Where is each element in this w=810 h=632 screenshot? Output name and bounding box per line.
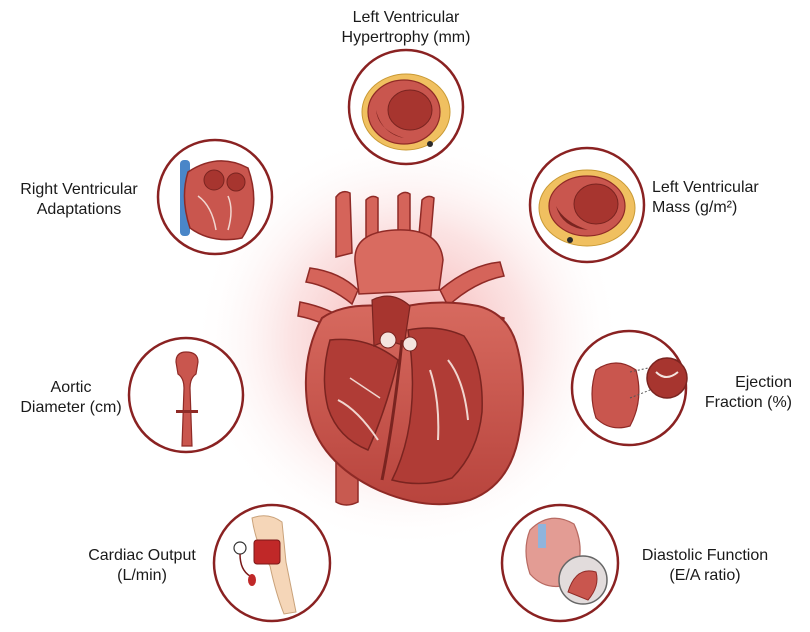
- lvh-label-line1: Left Ventricular: [352, 9, 460, 26]
- lvm-label-line2: Mass (g/m²): [652, 199, 738, 216]
- co-label-line1: Cardiac Output: [88, 547, 196, 564]
- aorta-vessel-icon: [175, 351, 199, 447]
- anatomical-heart-icon: [297, 190, 524, 506]
- right-ventricle-heart-icon: [180, 160, 255, 241]
- aortic-label: Aortic Diameter (cm): [16, 378, 126, 418]
- ef-label: Ejection Fraction (%): [690, 373, 792, 413]
- co-label: Cardiac Output (L/min): [76, 546, 208, 586]
- df-label-line1: Diastolic Function: [641, 547, 769, 564]
- lvm-label-line1: Left Ventricular: [652, 179, 759, 196]
- rv-label: Right Ventricular Adaptations: [4, 180, 154, 220]
- heart-cross-section-mass-icon: [538, 169, 636, 247]
- heart-valve-zoom-icon: [591, 357, 688, 429]
- aortic-label-line2: Diameter (cm): [20, 399, 122, 416]
- heart-cross-section-thick-wall-icon: [361, 73, 451, 151]
- co-label-line2: (L/min): [117, 567, 167, 584]
- ef-label-line2: Fraction (%): [704, 394, 792, 411]
- df-label-line2: (E/A ratio): [669, 567, 741, 584]
- ef-label-line1: Ejection: [735, 374, 792, 391]
- lvh-label-line2: Hypertrophy (mm): [341, 29, 471, 46]
- heart-doppler-zoom-icon: [525, 517, 608, 605]
- rv-label-line2: Adaptations: [36, 201, 122, 218]
- df-label: Diastolic Function (E/A ratio): [630, 546, 780, 586]
- rv-label-line1: Right Ventricular: [20, 181, 138, 198]
- arm-blood-pressure-cuff-icon: [233, 515, 297, 615]
- aortic-label-line1: Aortic: [50, 379, 92, 396]
- lvh-label: Left Ventricular Hypertrophy (mm): [328, 8, 484, 48]
- lvm-label: Left Ventricular Mass (g/m²): [652, 178, 802, 218]
